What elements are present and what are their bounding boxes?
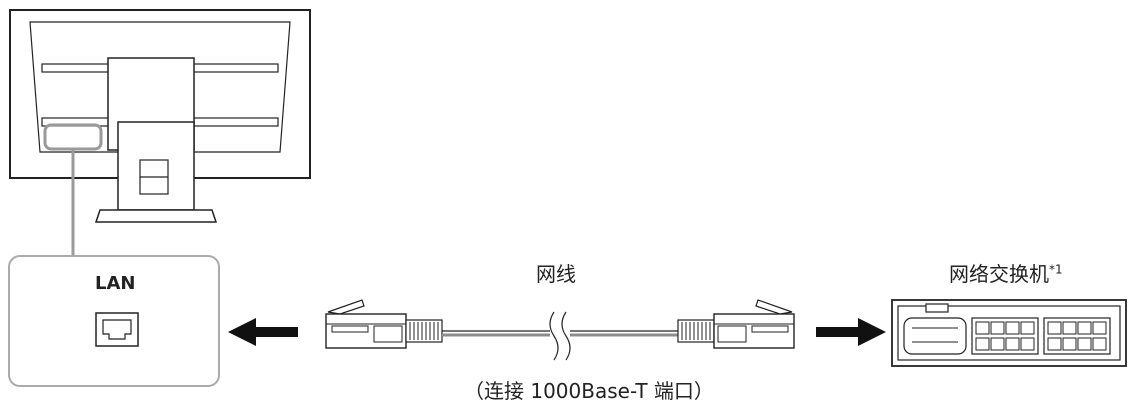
arrow-left-icon xyxy=(228,318,298,346)
monitor-rear-illustration xyxy=(9,9,311,223)
rj45-plug-right xyxy=(677,299,795,349)
lan-cable-illustration xyxy=(325,299,795,361)
arrow-right-icon xyxy=(816,318,886,346)
cable-label: 网线 xyxy=(536,262,576,286)
callout-line xyxy=(71,149,75,256)
switch-footnote: *1 xyxy=(1049,262,1063,277)
switch-label: 网络交换机*1 xyxy=(949,258,1063,287)
lan-port-icon xyxy=(95,312,139,347)
rj45-plug-left xyxy=(325,299,443,349)
switch-label-text: 网络交换机 xyxy=(949,262,1049,286)
lan-label: LAN xyxy=(95,273,136,294)
network-switch-icon xyxy=(891,299,1127,367)
cable-note: （连接 1000Base-T 端口） xyxy=(464,379,714,403)
